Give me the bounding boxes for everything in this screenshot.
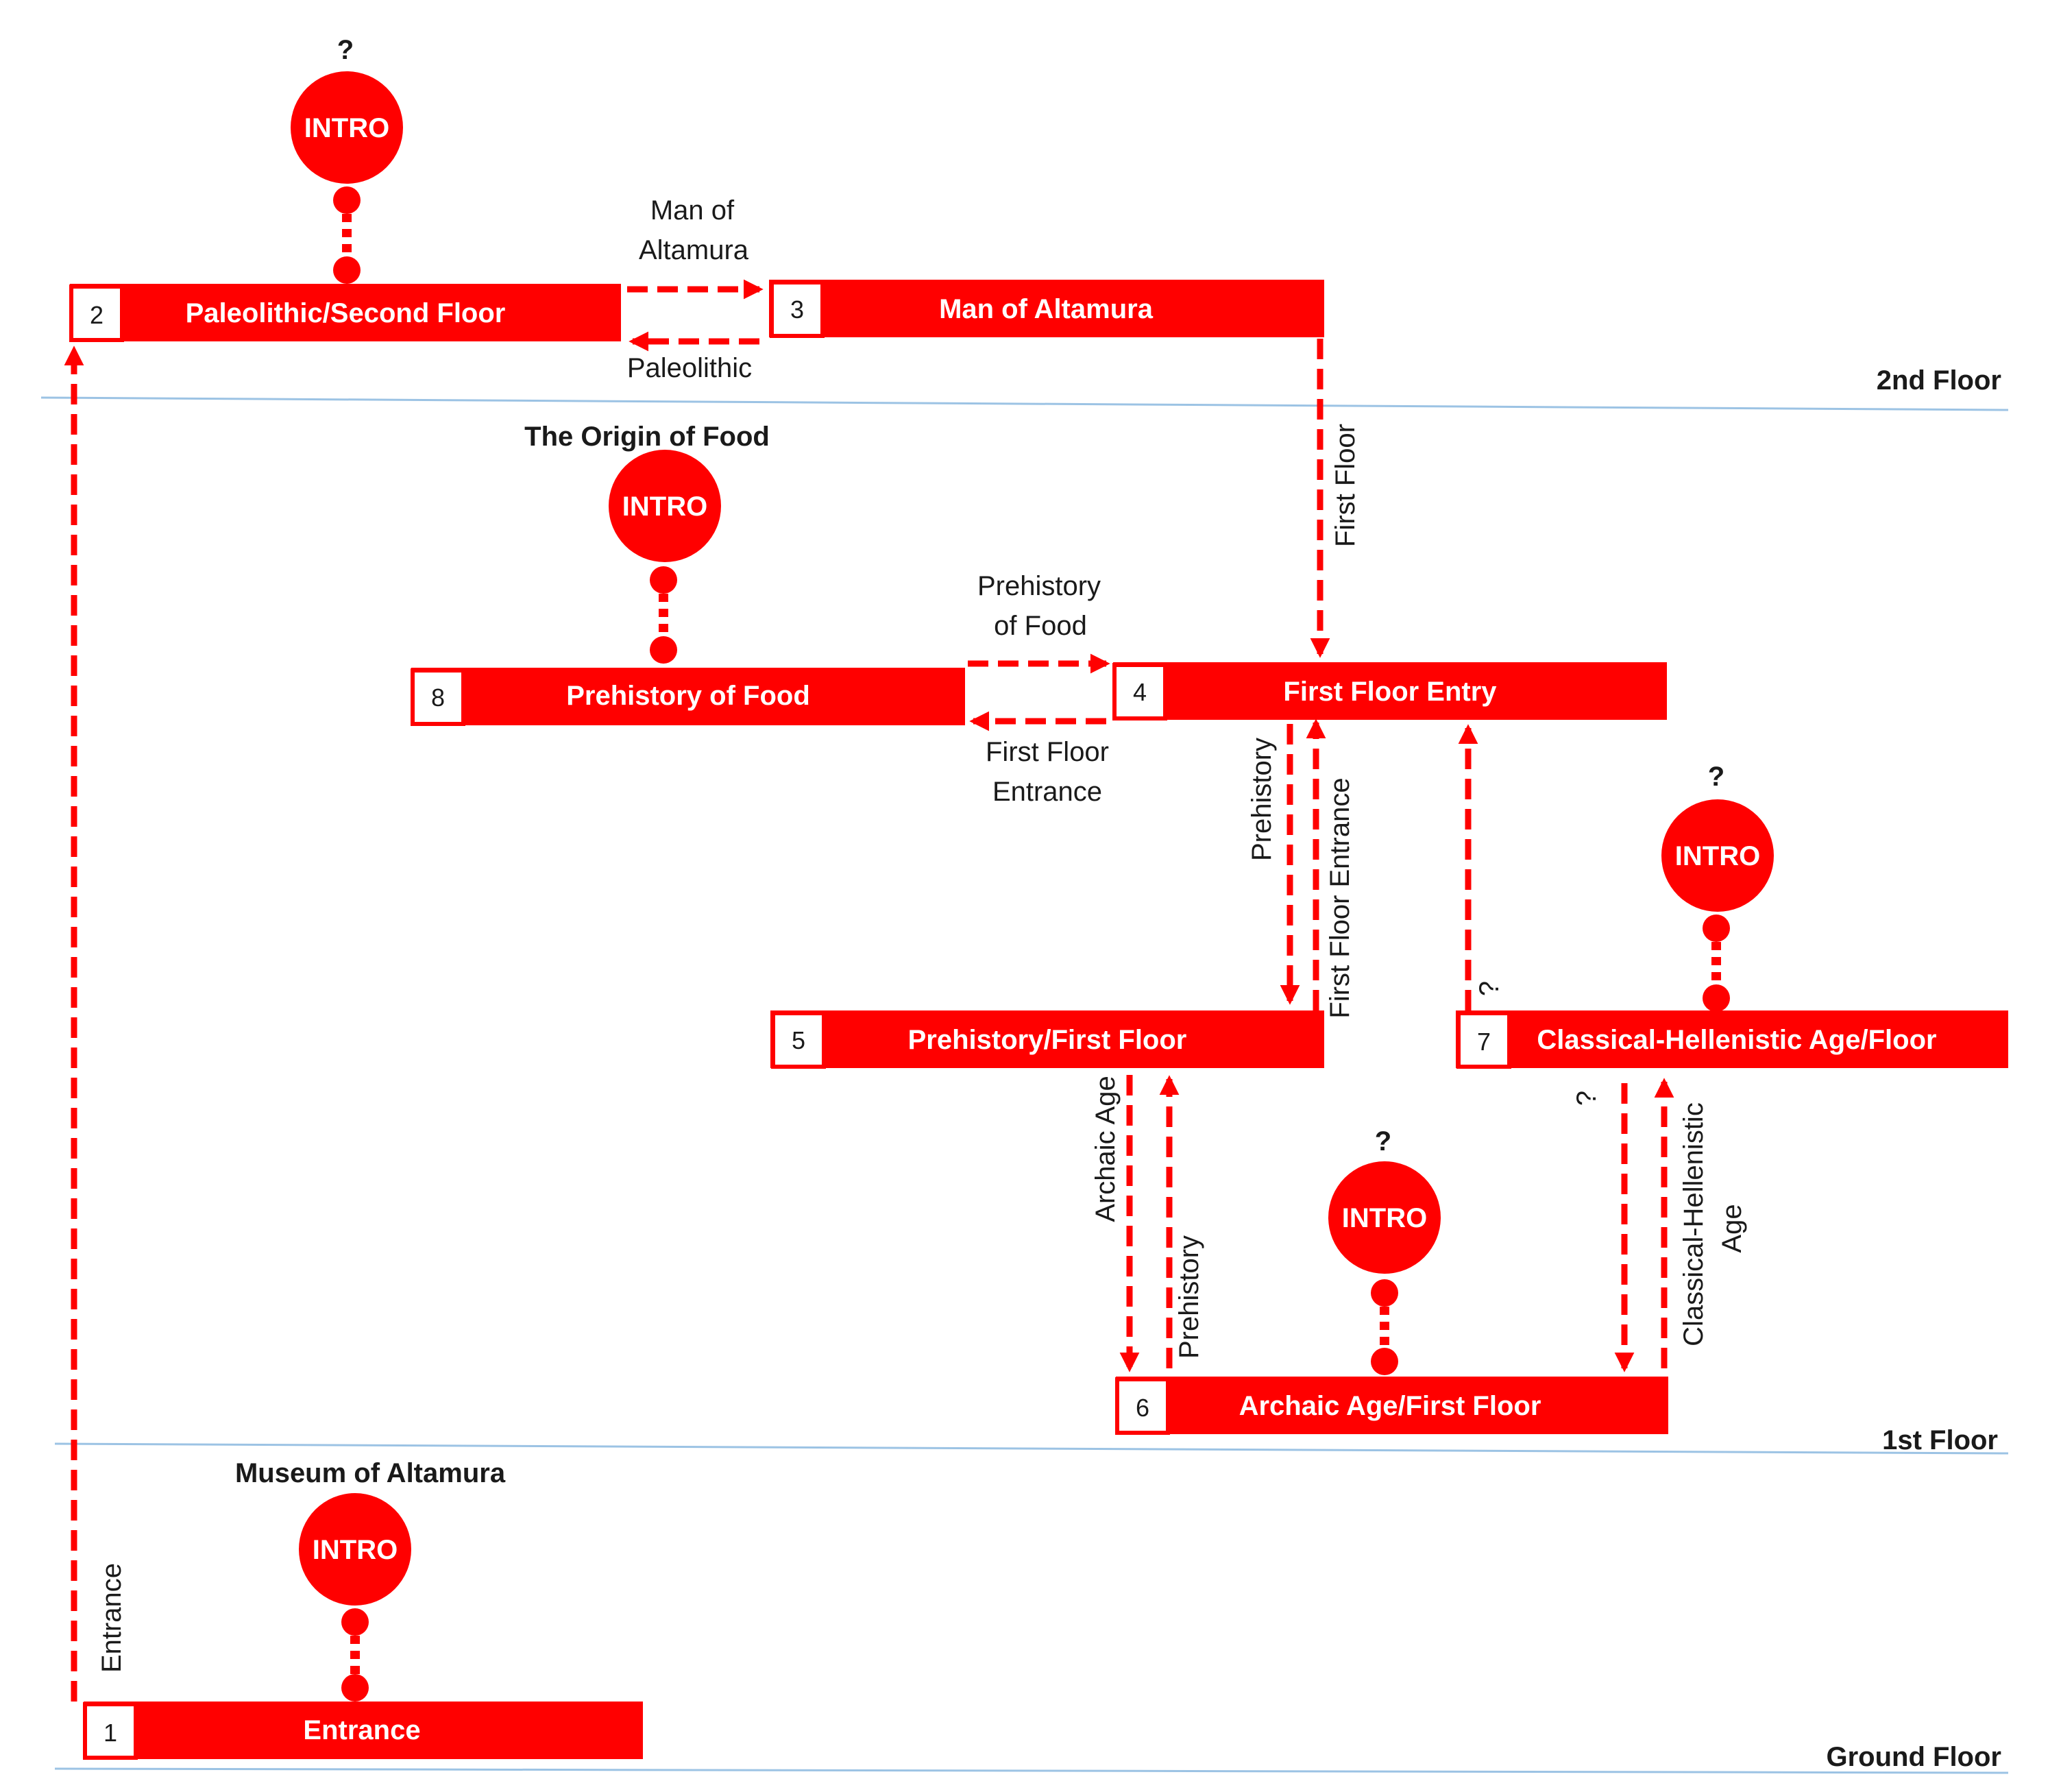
station-title: Prehistory/First Floor (908, 1025, 1187, 1055)
edge-label-first-floor-entrance: First Floor Entrance (1325, 777, 1355, 1018)
station-number-box (1115, 1377, 1170, 1435)
station-number-box (69, 284, 124, 342)
edge-label-man-of: Man of (650, 195, 735, 226)
intro-connector-8 (650, 566, 677, 664)
station-title: First Floor Entry (1283, 677, 1497, 707)
intro-circle (291, 71, 403, 184)
edge-labels-vertical: Entrance First Floor Prehistory First Fl… (97, 424, 1747, 1673)
intro-circle (299, 1493, 411, 1606)
edge-label-of-food: of Food (994, 611, 1087, 641)
station-number: 3 (790, 295, 804, 324)
edge-label-entrance: Entrance (97, 1563, 127, 1673)
edge-label-paleolithic: Paleolithic (627, 353, 752, 383)
intro-label: INTRO (304, 113, 389, 143)
intro-caption: ? (1375, 1126, 1391, 1157)
intro-node[interactable]: INTRO ? (1328, 1126, 1441, 1274)
edge-label-first-floor-vertical: First Floor (1330, 424, 1361, 547)
edge-label-archaic-age: Archaic Age (1090, 1076, 1121, 1222)
station-number: 7 (1477, 1028, 1491, 1056)
station-bar[interactable]: 7 Classical-Hellenistic Age/Floor (1456, 1010, 2008, 1069)
edge-label-classical: Classical-Hellenistic (1679, 1102, 1709, 1346)
station-title: Archaic Age/First Floor (1239, 1391, 1541, 1421)
station-bar[interactable]: 3 Man of Altamura (769, 280, 1324, 338)
intro-connector-7 (1703, 915, 1730, 1012)
station-number-box (1456, 1011, 1511, 1069)
intro-label: INTRO (622, 492, 707, 522)
floor-lines (40, 396, 2009, 1774)
intro-caption: ? (337, 35, 354, 65)
station-number-box (83, 1702, 138, 1760)
station-title: Man of Altamura (939, 294, 1154, 324)
edge-label-entrance-line: Entrance (992, 777, 1102, 807)
edge-label-question-down: ? (1572, 1091, 1602, 1106)
intro-connector-1 (341, 1608, 369, 1702)
intro-node[interactable]: INTRO The Origin of Food (524, 422, 770, 562)
station-bar-body (770, 1010, 1324, 1068)
intro-connector-2 (333, 186, 361, 284)
intro-label: INTRO (313, 1535, 398, 1565)
station-number: 2 (90, 301, 103, 329)
edge-label-prehistory: Prehistory (1247, 738, 1277, 861)
station-bar-body (1456, 1010, 2008, 1068)
station-number: 4 (1133, 678, 1147, 706)
station-title: Paleolithic/Second Floor (186, 298, 506, 328)
intro-node[interactable]: INTRO ? (291, 35, 403, 184)
edge-label-altamura: Altamura (639, 235, 749, 265)
edge-label-question: ? (1474, 981, 1504, 996)
station-bar-body (769, 280, 1324, 337)
floor-label-2nd: 2nd Floor (1877, 365, 2001, 396)
station-bar[interactable]: 5 Prehistory/First Floor (770, 1010, 1324, 1069)
station-bar-body (1113, 662, 1667, 720)
station-number: 6 (1136, 1394, 1149, 1422)
station-bar[interactable]: 2 Paleolithic/Second Floor (69, 284, 621, 342)
station-bar-body (70, 284, 621, 341)
edge-label-first-floor: First Floor (986, 737, 1109, 767)
intro-caption: Museum of Altamura (235, 1458, 506, 1488)
station-title: Prehistory of Food (566, 681, 810, 711)
station-number: 5 (792, 1026, 805, 1054)
intro-label: INTRO (1342, 1203, 1427, 1233)
station-number: 1 (103, 1719, 117, 1747)
connections (64, 279, 1674, 1702)
station-bar[interactable]: 8 Prehistory of Food (411, 668, 965, 726)
station-title: Classical-Hellenistic Age/Floor (1537, 1025, 1936, 1055)
station-bar-body (84, 1702, 643, 1759)
station-bar-body (1116, 1377, 1668, 1434)
edge-label-prehistory-of: Prehistory (977, 571, 1101, 601)
edge-label-age: Age (1717, 1204, 1747, 1252)
floor-line-1st (54, 1442, 2009, 1455)
station-bar-body (411, 668, 965, 725)
station-number-box (411, 668, 465, 726)
floor-line-ground (54, 1767, 2009, 1774)
floor-line-2nd (40, 396, 2009, 411)
floor-label-ground: Ground Floor (1826, 1742, 2001, 1772)
intro-caption: ? (1708, 762, 1724, 792)
station-title: Entrance (303, 1715, 420, 1745)
station-bar[interactable]: 1 Entrance (83, 1702, 643, 1760)
station-bar[interactable]: 4 First Floor Entry (1112, 662, 1667, 721)
station-number-box (1112, 663, 1167, 721)
intro-node[interactable]: INTRO ? (1661, 762, 1774, 912)
intro-circle (609, 450, 721, 562)
station-number: 8 (431, 683, 445, 712)
intro-label: INTRO (1675, 841, 1760, 871)
edge-label-prehistory-up: Prehistory (1174, 1235, 1204, 1359)
intro-node[interactable]: INTRO Museum of Altamura (235, 1458, 506, 1606)
intro-circle (1661, 799, 1774, 912)
edge-labels: Man of Altamura Paleolithic Prehistory o… (627, 195, 1109, 807)
intro-circle (1328, 1161, 1441, 1274)
station-bar[interactable]: 6 Archaic Age/First Floor (1115, 1377, 1668, 1435)
intro-connectors (333, 186, 1730, 1702)
station-number-box (771, 1011, 826, 1069)
intro-caption: The Origin of Food (524, 422, 770, 452)
floor-label-1st: 1st Floor (1882, 1425, 1998, 1455)
intro-connector-6 (1371, 1279, 1398, 1375)
station-number-box (770, 280, 825, 338)
